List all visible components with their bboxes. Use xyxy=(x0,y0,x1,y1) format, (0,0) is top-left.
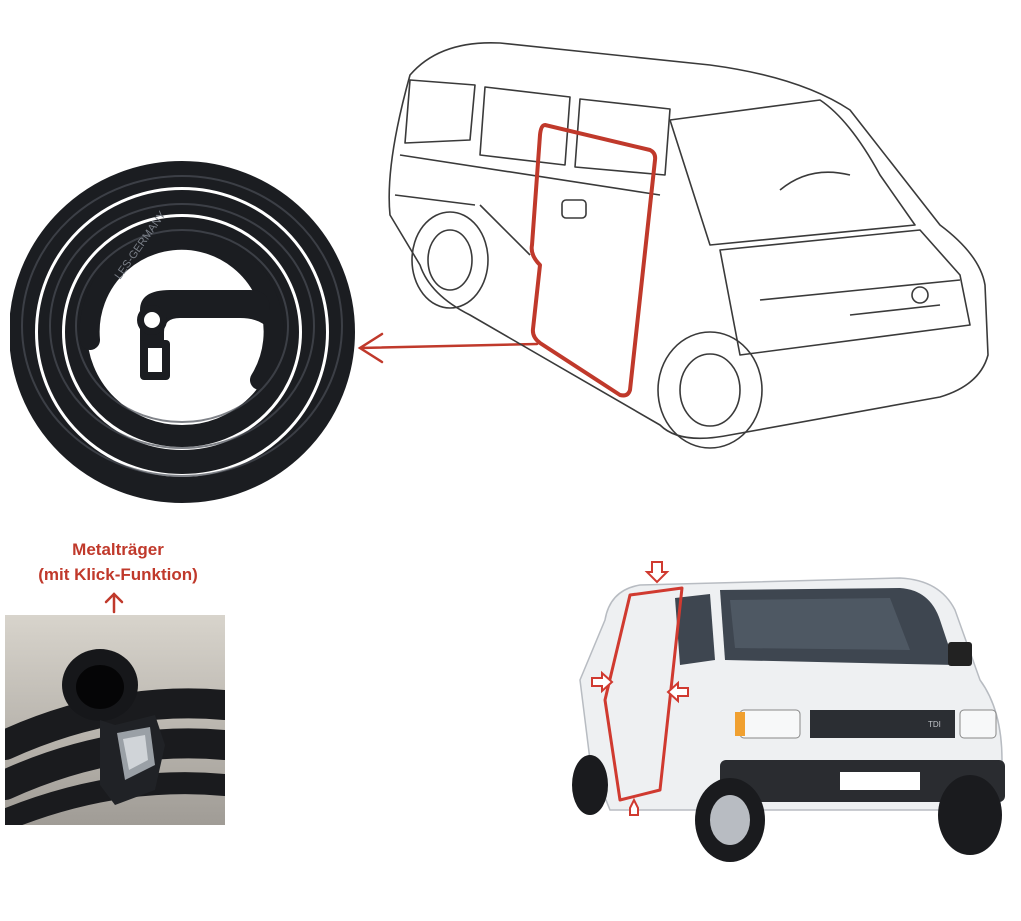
callout-line1: Metalträger xyxy=(72,540,164,559)
callout-line2: (mit Klick-Funktion) xyxy=(38,565,198,584)
van-line-drawing xyxy=(380,25,1000,455)
seal-profile-closeup xyxy=(5,615,225,825)
arrow-left-icon xyxy=(352,328,542,368)
arrow-up-icon xyxy=(102,590,126,614)
seal-coil-image: LES-GERMANY xyxy=(10,160,355,505)
van-photo: TDI xyxy=(570,560,1010,870)
door-seal-outline xyxy=(529,123,658,398)
van-badge: TDI xyxy=(928,720,941,729)
